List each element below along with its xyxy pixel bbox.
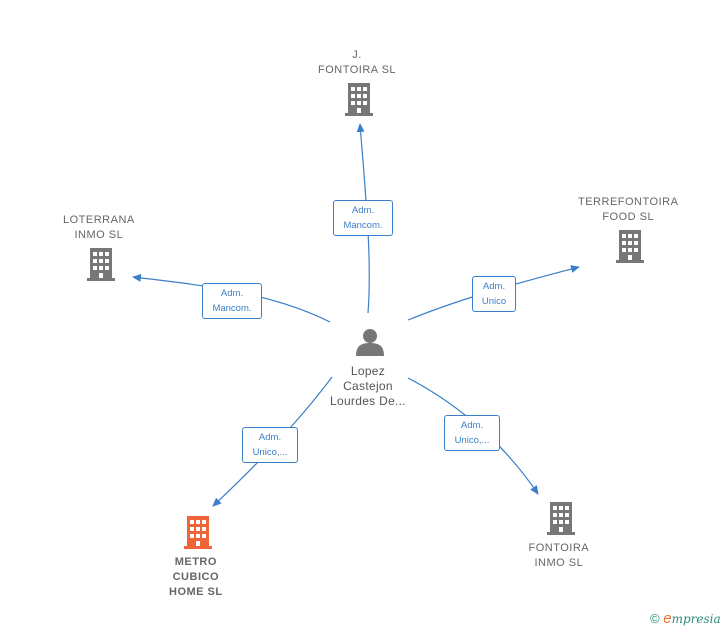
- relation-label-line: Mancom.: [343, 220, 383, 231]
- person-name-line: Castejon: [343, 379, 393, 393]
- person-name-line: Lourdes De...: [330, 394, 406, 408]
- relation-label-line: Unico,...: [252, 447, 288, 458]
- person-icon[interactable]: [356, 329, 384, 356]
- brand-initial: e: [663, 610, 672, 627]
- relation-label-line: Adm.: [482, 281, 506, 292]
- building-icon[interactable]: [345, 83, 373, 116]
- company-name-line: TERREFONTOIRA: [578, 196, 679, 208]
- relation-label-line: Adm.: [351, 205, 375, 216]
- footer-brand: © empresia: [650, 610, 721, 627]
- relation-label-metro-cubico[interactable]: Adm. Unico,...: [242, 427, 298, 463]
- relation-label-fontoira-inmo[interactable]: Adm. Unico,...: [444, 415, 500, 451]
- building-icon[interactable]: [616, 230, 644, 263]
- relation-label-line: Mancom.: [212, 303, 252, 314]
- company-name-line: FOOD SL: [602, 211, 655, 223]
- relation-label-line: Adm.: [220, 288, 244, 299]
- relation-label-line: Unico: [481, 296, 507, 307]
- company-name-line: FONTOIRA SL: [318, 64, 397, 76]
- relation-label-terrefontoira[interactable]: Adm. Unico: [472, 276, 516, 312]
- person-name-line: Lopez: [350, 364, 386, 378]
- company-name-line: HOME SL: [169, 586, 223, 598]
- company-name-line: FONTOIRA: [528, 542, 590, 554]
- company-name-terrefontoira[interactable]: TERREFONTOIRA FOOD SL: [578, 195, 678, 225]
- relation-label-line: Adm.: [258, 432, 282, 443]
- company-name-line: METRO: [174, 556, 217, 568]
- company-name-fontoira-inmo[interactable]: FONTOIRA INMO SL: [529, 541, 590, 571]
- relation-label-j-fontoira[interactable]: Adm. Mancom.: [333, 200, 393, 236]
- brand-name: mpresia: [671, 612, 721, 626]
- relation-label-line: Unico,...: [454, 435, 490, 446]
- company-name-line: INMO SL: [534, 557, 584, 569]
- edges-layer: [132, 123, 580, 507]
- building-icon[interactable]: [87, 248, 115, 281]
- company-name-j-fontoira[interactable]: J. FONTOIRA SL: [318, 48, 396, 78]
- relation-label-line: Adm.: [460, 420, 484, 431]
- company-name-line: CUBICO: [172, 571, 219, 583]
- relation-label-loterrana[interactable]: Adm. Mancom.: [202, 283, 262, 319]
- company-name-line: INMO SL: [74, 229, 124, 241]
- company-name-metro-cubico[interactable]: METRO CUBICO HOME SL: [169, 555, 223, 600]
- building-icon[interactable]: [184, 516, 212, 549]
- building-icon[interactable]: [547, 502, 575, 535]
- company-name-line: J.: [352, 49, 362, 61]
- company-name-loterrana[interactable]: LOTERRANA INMO SL: [63, 213, 135, 243]
- copyright-symbol: ©: [650, 611, 660, 626]
- company-name-line: LOTERRANA: [63, 214, 135, 226]
- icons-layer: [87, 83, 644, 549]
